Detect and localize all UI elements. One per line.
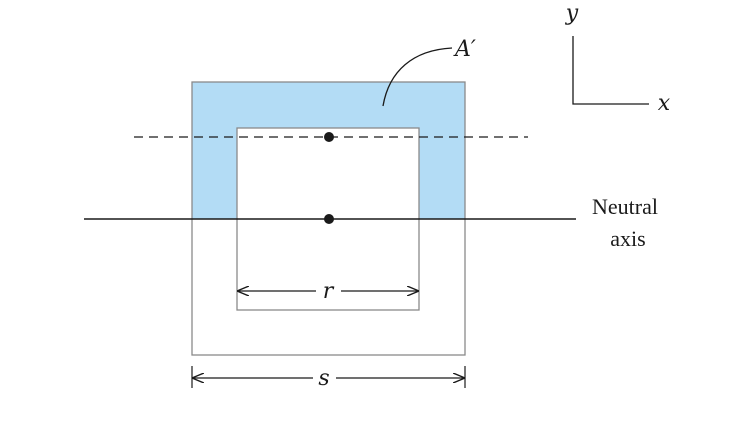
coordinate-axes [572,36,649,105]
neutral-axis-label-line2: axis [610,226,645,251]
a-prime-leader-curve [382,47,453,107]
neutral-axis-label-line1: Neutral [592,194,658,219]
centroid-dot-section [324,214,334,224]
axis-y-label: y [565,1,579,26]
axis-x-label: x [658,91,671,116]
outer-dimension-label: s [318,366,329,391]
inner-dimension-label: r [323,279,335,304]
a-prime-label: A′ [453,37,476,62]
shaded-area-a-prime [192,82,465,219]
centroid-dot-a-prime [324,132,334,142]
